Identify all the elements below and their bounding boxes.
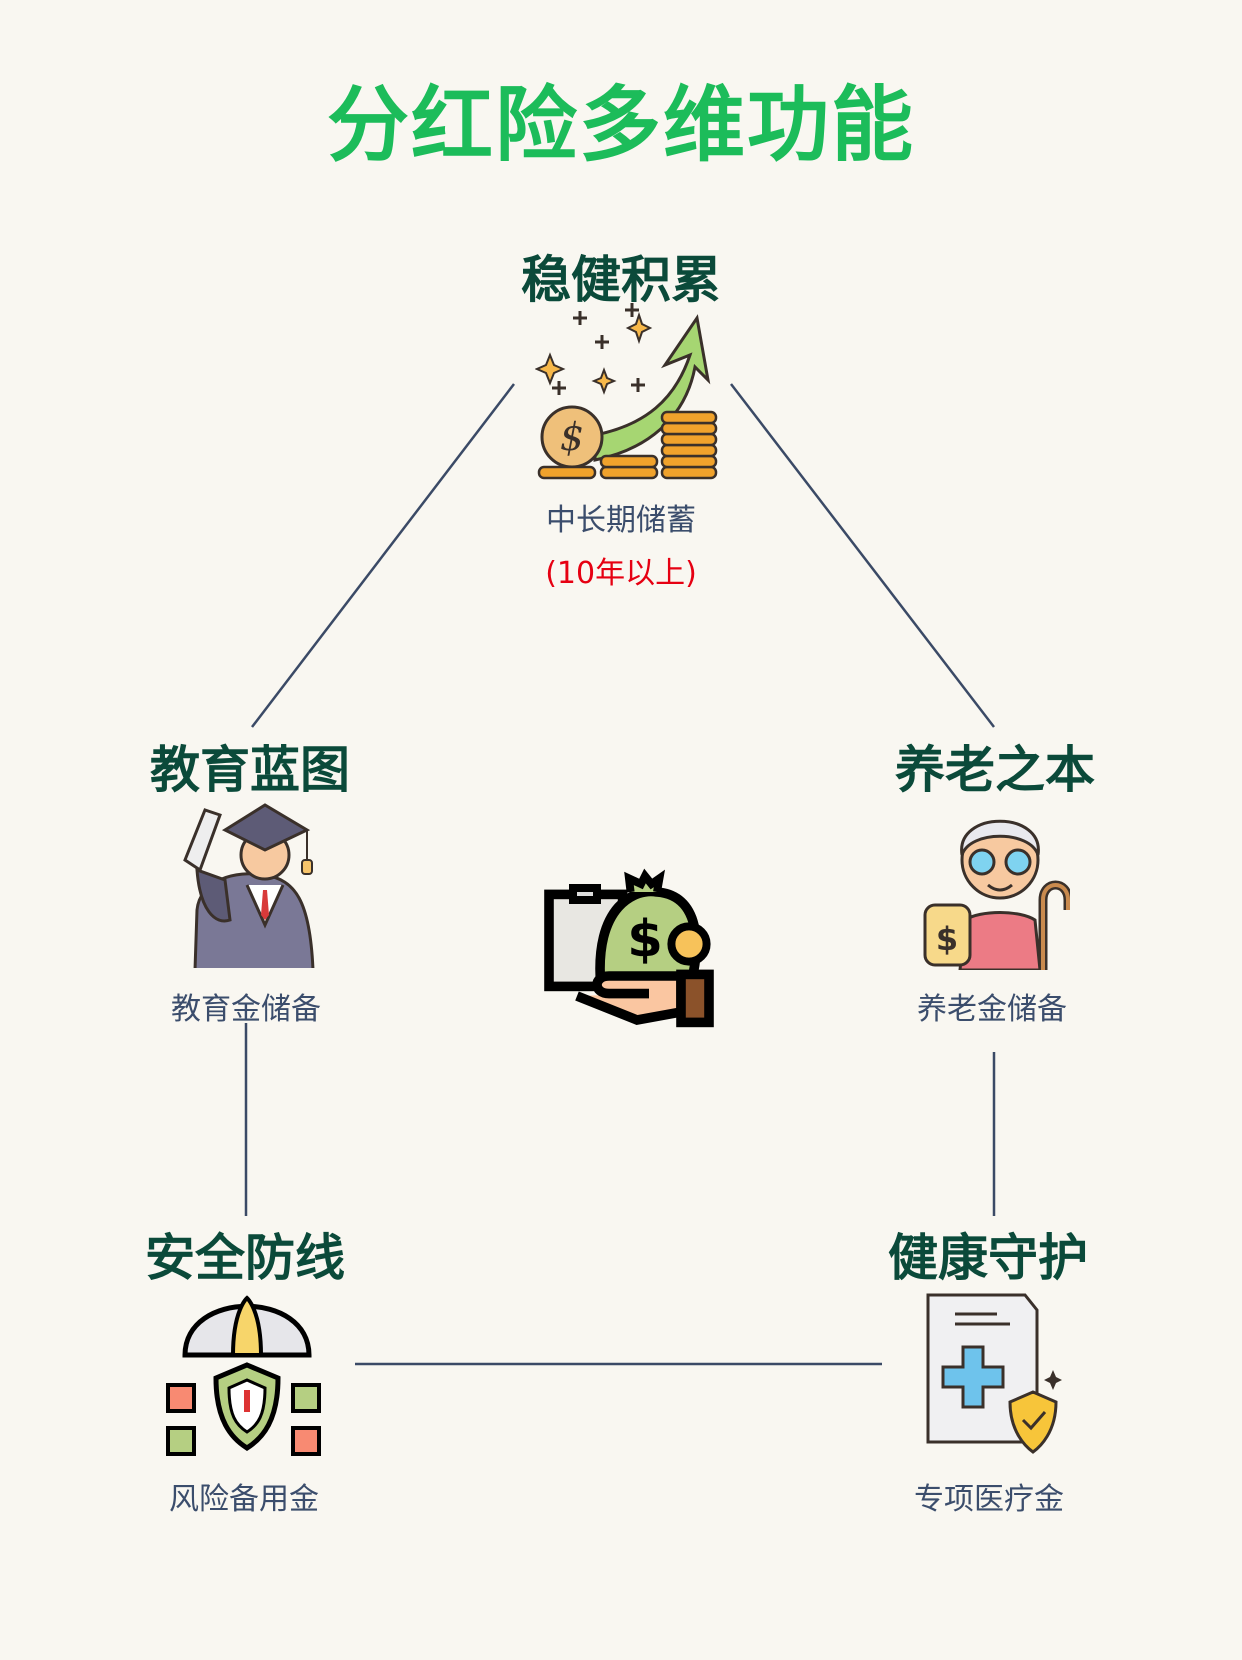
medical-document-icon <box>926 1293 1062 1454</box>
node-bottom-left-heading: 安全防线 <box>145 1229 345 1287</box>
node-bottom-right-heading: 健康守护 <box>888 1229 1088 1287</box>
shield-umbrella-icon <box>166 1295 321 1456</box>
svg-text:$: $ <box>560 415 584 459</box>
money-bag-hand-icon[interactable]: $ <box>525 853 725 1043</box>
node-right-label: 养老金储备 <box>917 992 1067 1027</box>
connector-top-right <box>730 383 995 728</box>
node-bottom-left-label: 风险备用金 <box>169 1482 319 1517</box>
node-bottom-right-label: 专项医疗金 <box>914 1482 1064 1517</box>
node-left-label: 教育金储备 <box>171 992 321 1027</box>
node-top-heading: 稳健积累 <box>521 251 721 309</box>
node-top-label: 中长期储蓄 <box>546 503 696 538</box>
page-title: 分红险多维功能 <box>326 78 915 173</box>
graduate-icon <box>183 803 315 968</box>
growth-coins-icon: $ <box>535 303 718 480</box>
node-top-sublabel: (10年以上) <box>545 556 697 591</box>
connector-top-left <box>251 383 515 728</box>
node-left-heading: 教育蓝图 <box>150 741 350 799</box>
svg-text:$: $ <box>627 909 663 969</box>
svg-text:$: $ <box>936 920 958 958</box>
node-right-heading: 养老之本 <box>895 741 1095 799</box>
elderly-icon: $ <box>923 819 1070 970</box>
